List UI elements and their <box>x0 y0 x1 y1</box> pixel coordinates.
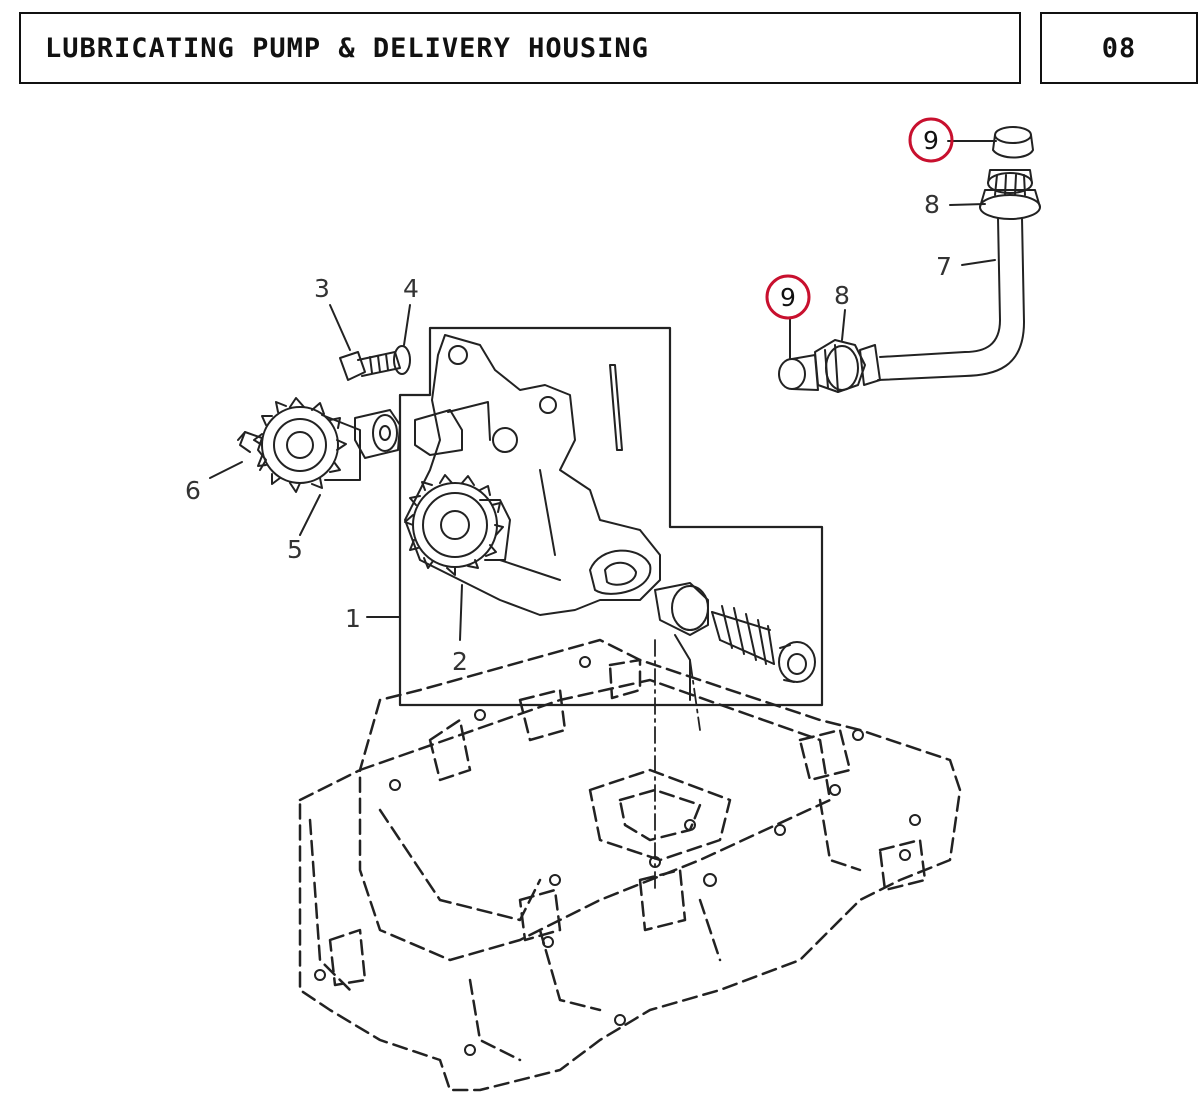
diagram-title: LUBRICATING PUMP & DELIVERY HOUSING <box>45 32 649 64</box>
callout-3: 3 <box>314 274 330 303</box>
page-number-box: 08 <box>1040 12 1198 84</box>
crankcase-bolt-holes <box>314 656 921 1056</box>
callout-7: 7 <box>936 252 952 281</box>
lower-sealing-cap <box>778 354 819 391</box>
lower-union-nut <box>814 339 866 393</box>
upper-sealing-cap <box>992 126 1034 159</box>
crankcase-outline <box>298 638 962 1092</box>
retaining-clip <box>237 431 267 471</box>
oil-passage-guides <box>654 639 701 891</box>
pump-body <box>404 334 661 616</box>
callout-1: 1 <box>345 604 361 633</box>
pump-gear <box>404 474 511 576</box>
callout-9-lower: 9 <box>780 283 796 312</box>
callout-8-lower: 8 <box>834 281 850 310</box>
callout-6: 6 <box>185 476 201 505</box>
callout-8-upper: 8 <box>924 190 940 219</box>
highlight-ring-upper-9 <box>908 117 954 163</box>
callout-4: 4 <box>403 274 419 303</box>
delivery-pipe <box>859 217 1025 386</box>
upper-union-nut <box>979 169 1041 220</box>
pump-group-box <box>398 326 824 707</box>
highlight-ring-lower-9 <box>765 274 811 320</box>
drive-gear <box>253 397 361 493</box>
bolt-and-washer <box>339 345 411 381</box>
drive-shaft-sleeve <box>354 409 401 459</box>
page-number: 08 <box>1101 32 1137 64</box>
title-box: LUBRICATING PUMP & DELIVERY HOUSING <box>19 12 1021 84</box>
leader-lines <box>209 140 997 641</box>
callout-9-upper: 9 <box>923 126 939 155</box>
callout-5: 5 <box>287 535 303 564</box>
callout-2: 2 <box>452 647 468 676</box>
relief-valve-assembly <box>654 582 816 701</box>
